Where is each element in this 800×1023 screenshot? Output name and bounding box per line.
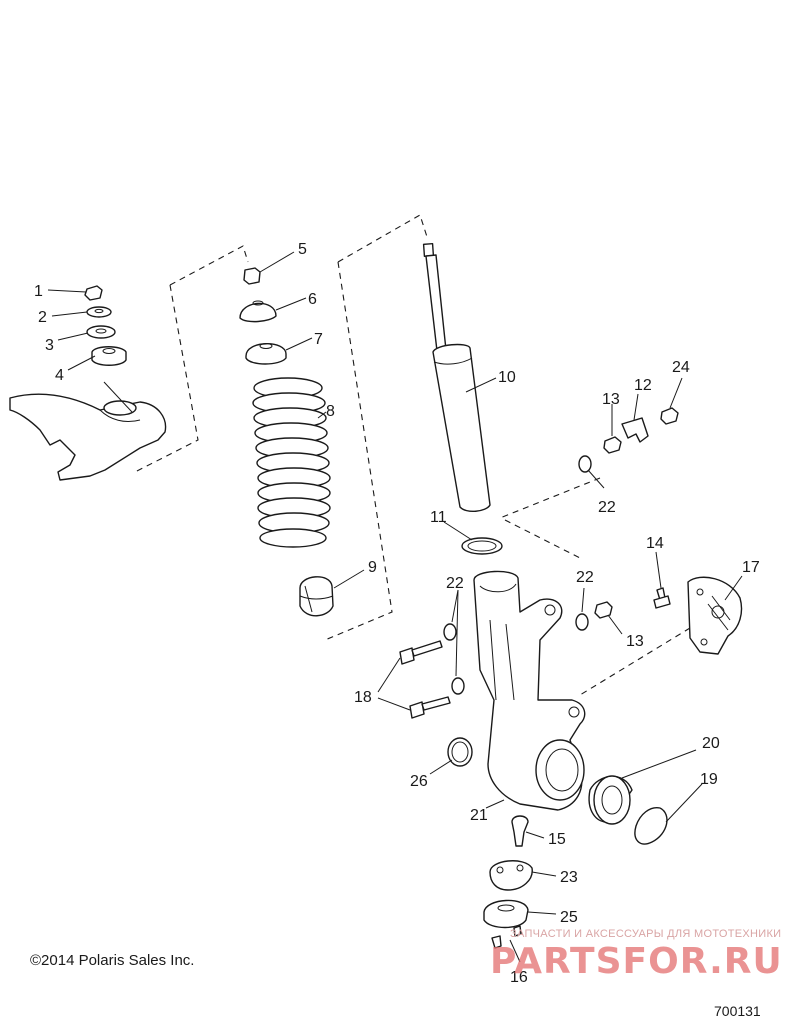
callout-21: 21 [470, 807, 488, 824]
lower-ball-joint-parts [483, 815, 533, 949]
nut-5 [243, 267, 261, 285]
top-mount-hardware [84, 285, 127, 366]
callout-22-upper: 22 [598, 499, 616, 516]
coil-spring-8 [252, 377, 331, 548]
callout-13-lower: 13 [626, 633, 644, 650]
callout-18: 18 [354, 689, 372, 706]
callout-6: 6 [308, 291, 317, 308]
callout-15: 15 [548, 831, 566, 848]
callout-25: 25 [560, 909, 578, 926]
nut-13-upper [603, 436, 622, 454]
callout-1: 1 [34, 283, 43, 300]
callout-10: 10 [498, 369, 516, 386]
callout-19: 19 [700, 771, 718, 788]
oring-26-inner [451, 741, 469, 763]
steering-knuckle-21 [473, 570, 586, 811]
callout-17: 17 [742, 559, 760, 576]
nut-1 [84, 285, 103, 301]
callout-7: 7 [314, 331, 323, 348]
callout-13-upper: 13 [602, 391, 620, 408]
cap-6 [239, 302, 277, 323]
callout-4: 4 [55, 367, 64, 384]
washer-22-upper [578, 455, 592, 473]
assembly-guide-lines [134, 214, 691, 696]
figure-id: 700131 [714, 1003, 761, 1019]
callout-3: 3 [45, 337, 54, 354]
callout-5: 5 [298, 241, 307, 258]
watermark-brand: PARTSFOR.RU [490, 941, 783, 982]
callout-20: 20 [702, 735, 720, 752]
leader-lines [47, 251, 743, 963]
sensor-clip-hardware [575, 407, 679, 631]
bolt-18-upper [399, 647, 415, 665]
bearing-20 [588, 775, 633, 825]
clip-12 [621, 417, 649, 443]
boot-25 [483, 899, 529, 929]
bump-stop-9 [299, 576, 334, 617]
callout-22-left: 22 [446, 575, 464, 592]
callout-26: 26 [410, 773, 428, 790]
seal-11-inner [467, 540, 497, 552]
callout-24: 24 [672, 359, 690, 376]
washer-2 [86, 306, 112, 318]
washer-22-left-bottom [451, 677, 465, 695]
callout-14: 14 [646, 535, 664, 552]
upper-frame-arm [9, 381, 167, 481]
upper-shock-hardware [239, 267, 287, 365]
callout-labels: 1 2 3 4 5 6 7 8 9 10 11 12 13 13 14 15 1… [34, 241, 760, 986]
plate-23 [489, 860, 533, 891]
bolt-18-lower [409, 701, 425, 719]
bushing-4 [91, 346, 127, 366]
watermark-tagline: ЗАПЧАСТИ И АКСЕССУАРЫ ДЛЯ МОТОТЕХНИКИ [510, 928, 782, 940]
knuckle-bolts [399, 623, 465, 719]
callout-16: 16 [510, 969, 528, 986]
nut-13-lower [594, 601, 613, 619]
callout-23: 23 [560, 869, 578, 886]
washer-3 [86, 325, 116, 339]
spring-seat-7 [245, 343, 287, 365]
callout-2: 2 [38, 309, 47, 326]
callout-9: 9 [368, 559, 377, 576]
ball-joint-15 [511, 815, 529, 847]
callout-11: 11 [430, 509, 447, 526]
callout-8: 8 [326, 403, 335, 420]
strut-10 [422, 242, 491, 512]
washer-22-left-top [443, 623, 457, 641]
copyright-text: ©2014 Polaris Sales Inc. [30, 952, 195, 969]
callout-22-right: 22 [576, 569, 594, 586]
snap-ring-19 [634, 807, 668, 845]
washer-22-right [575, 613, 589, 631]
screw-16 [491, 935, 502, 949]
callout-12: 12 [634, 377, 652, 394]
nut-24 [660, 407, 679, 425]
